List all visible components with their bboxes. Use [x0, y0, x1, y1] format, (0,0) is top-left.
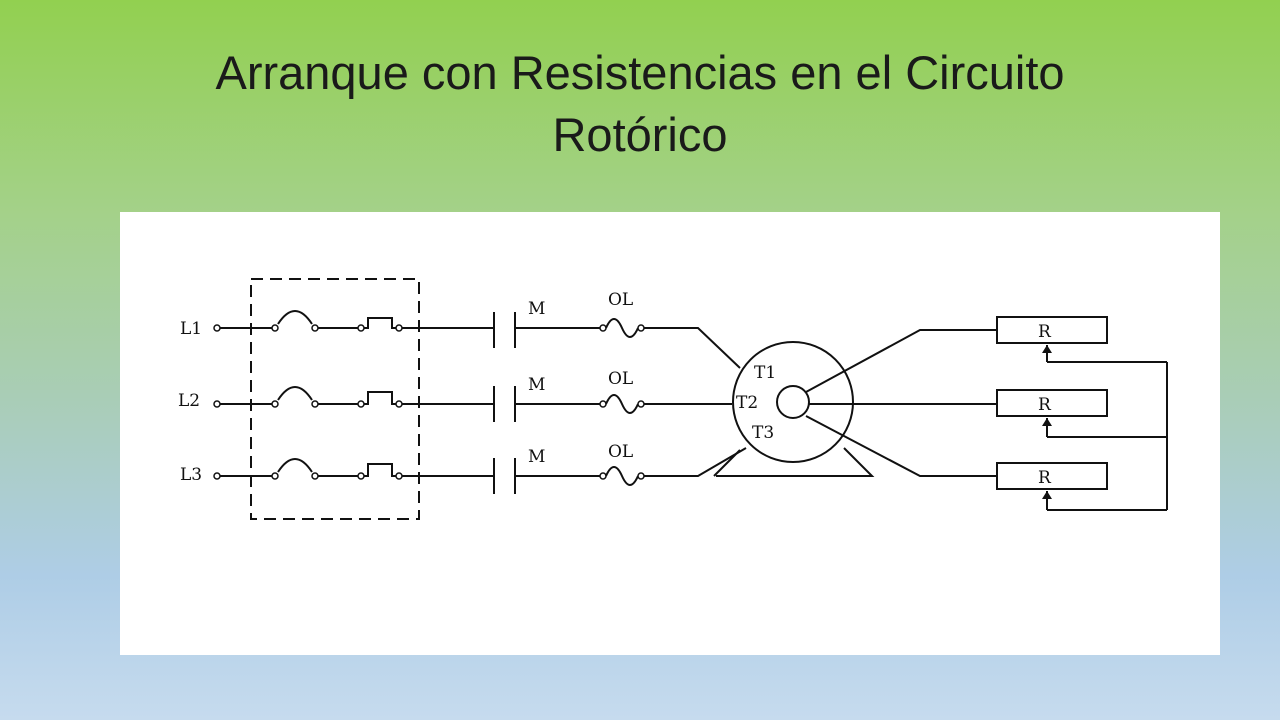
contactor-3	[493, 458, 516, 494]
overload-3	[605, 466, 639, 486]
resistor-label-1: R	[1038, 322, 1052, 342]
line-label-l3: L3	[180, 465, 202, 485]
motor-terminal-t2: T2	[736, 393, 758, 413]
rotor-wire-1	[805, 329, 998, 393]
wiper-arrow-3	[1042, 491, 1052, 499]
terminal-l1	[213, 324, 221, 332]
contactor-label-2: M	[528, 375, 545, 395]
thermal-element-2	[364, 391, 396, 405]
thermal-element-3	[364, 463, 396, 477]
resistor-label-2: R	[1038, 395, 1052, 415]
rheostat-1: R	[996, 316, 1167, 363]
contactor-label-3: M	[528, 447, 545, 467]
motor-terminal-t1: T1	[754, 363, 776, 383]
resistor-label-3: R	[1038, 468, 1052, 488]
overload-label-2: OL	[608, 369, 633, 389]
rotor-wire-3	[805, 415, 998, 477]
slide-title-line-2: Rotórico	[552, 108, 728, 161]
overload-label-1: OL	[608, 290, 633, 310]
terminal-l3	[213, 472, 221, 480]
wiper-arrow-2	[1042, 418, 1052, 426]
overload-label-3: OL	[608, 442, 633, 462]
overload-2	[605, 394, 639, 414]
line-label-l1: L1	[180, 319, 202, 339]
resistor-2	[996, 389, 1108, 417]
rheostat-3: R	[996, 462, 1167, 511]
line-2: L2 M OL	[178, 369, 732, 422]
terminal-l2	[213, 400, 221, 408]
disconnect-box	[250, 278, 420, 520]
motor-rotor	[776, 385, 810, 419]
circuit-diagram: L1 M OL L2	[120, 212, 1220, 655]
wiper-arrow-1	[1042, 345, 1052, 353]
contactor-label-1: M	[528, 299, 545, 319]
line-1: L1 M OL	[180, 290, 741, 369]
circuit-diagram-svg: L1 M OL L2	[178, 278, 1168, 520]
overload-1	[605, 318, 639, 338]
line-label-l2: L2	[178, 391, 200, 411]
resistor-3	[996, 462, 1108, 490]
resistor-1	[996, 316, 1108, 344]
breaker-arc-2	[277, 386, 313, 401]
contactor-2	[493, 386, 516, 422]
motor-terminal-t3: T3	[752, 423, 774, 443]
rheostat-2: R	[996, 389, 1167, 438]
wound-rotor-motor: T1 T2 T3	[713, 341, 875, 477]
line-3: L3 M OL	[180, 442, 747, 494]
breaker-arc-3	[277, 458, 313, 473]
thermal-element-1	[364, 317, 396, 329]
contactor-1	[493, 312, 516, 348]
motor-base	[713, 447, 875, 477]
slide-title: Arranque con Resistencias en el Circuito…	[0, 42, 1280, 166]
slide-title-line-1: Arranque con Resistencias en el Circuito	[215, 46, 1065, 99]
breaker-arc-1	[277, 310, 313, 325]
